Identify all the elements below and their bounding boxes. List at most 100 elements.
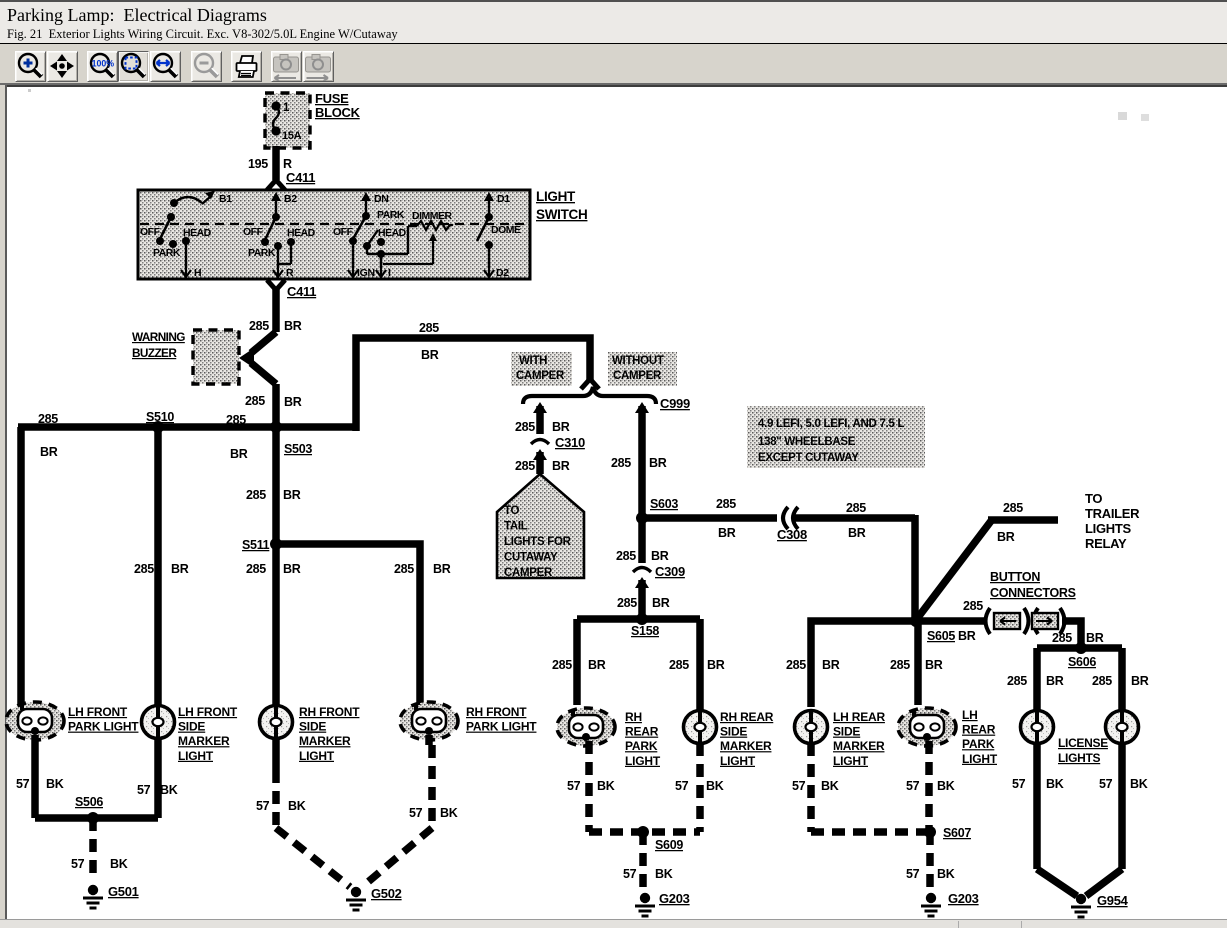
svg-text:57: 57: [16, 777, 30, 791]
svg-text:57: 57: [1099, 777, 1113, 791]
svg-text:MARKER: MARKER: [833, 739, 885, 753]
svg-text:BK: BK: [46, 777, 64, 791]
svg-text:I: I: [388, 267, 391, 279]
svg-text:57: 57: [906, 867, 920, 881]
svg-text:HEAD: HEAD: [183, 227, 212, 239]
svg-text:285: 285: [963, 599, 983, 613]
svg-text:285: 285: [245, 394, 265, 408]
svg-text:OFF: OFF: [243, 226, 264, 238]
svg-text:S603: S603: [650, 497, 678, 511]
svg-text:57: 57: [137, 783, 151, 797]
svg-text:BUZZER: BUZZER: [132, 346, 177, 360]
svg-text:CAMPER: CAMPER: [516, 370, 565, 382]
svg-text:C309: C309: [655, 564, 685, 579]
svg-text:57: 57: [792, 779, 806, 793]
svg-text:WARNING: WARNING: [132, 330, 185, 344]
svg-text:H: H: [194, 267, 201, 279]
svg-text:D1: D1: [497, 193, 510, 205]
svg-text:BK: BK: [937, 779, 955, 793]
svg-text:285: 285: [394, 562, 414, 576]
svg-text:TRAILER: TRAILER: [1085, 506, 1140, 521]
svg-text:S607: S607: [943, 826, 971, 840]
svg-text:BR: BR: [433, 562, 451, 576]
svg-text:4.9 LEFI, 5.0 LEFI, AND 7.5 L: 4.9 LEFI, 5.0 LEFI, AND 7.5 L: [758, 418, 904, 430]
svg-text:C999: C999: [660, 396, 690, 411]
svg-text:1: 1: [283, 102, 290, 114]
svg-text:PARK: PARK: [377, 209, 405, 221]
svg-text:G203: G203: [659, 891, 690, 906]
svg-text:PARK: PARK: [248, 247, 276, 259]
svg-text:285: 285: [669, 658, 689, 672]
svg-text:LH: LH: [962, 708, 978, 722]
svg-text:PARK: PARK: [153, 247, 181, 259]
svg-text:BUTTON: BUTTON: [990, 570, 1040, 584]
svg-text:B1: B1: [219, 193, 232, 205]
svg-text:BR: BR: [718, 526, 736, 540]
svg-text:LIGHT: LIGHT: [720, 754, 756, 768]
svg-text:285: 285: [846, 501, 866, 515]
svg-text:BK: BK: [440, 806, 458, 820]
svg-text:285: 285: [1007, 674, 1027, 688]
svg-text:FUSE: FUSE: [315, 91, 349, 106]
svg-text:G501: G501: [108, 884, 139, 899]
svg-text:BR: BR: [848, 526, 866, 540]
svg-text:285: 285: [246, 488, 266, 502]
svg-text:DOME: DOME: [491, 224, 521, 236]
svg-text:RH FRONT: RH FRONT: [466, 705, 527, 719]
svg-text:285: 285: [1003, 501, 1023, 515]
svg-text:BR: BR: [822, 658, 840, 672]
svg-text:RH REAR: RH REAR: [720, 710, 774, 724]
svg-text:SWITCH: SWITCH: [536, 207, 587, 222]
svg-text:MARKER: MARKER: [299, 734, 351, 748]
svg-text:IGN: IGN: [357, 267, 375, 279]
svg-text:BR: BR: [707, 658, 725, 672]
svg-text:BK: BK: [1046, 777, 1064, 791]
svg-text:S506: S506: [75, 795, 103, 809]
svg-text:HEAD: HEAD: [378, 227, 407, 239]
svg-text:LIGHT: LIGHT: [178, 749, 214, 763]
svg-text:S510: S510: [146, 410, 174, 424]
svg-text:R: R: [286, 267, 294, 279]
svg-text:C411: C411: [287, 284, 316, 299]
svg-text:BR: BR: [588, 658, 606, 672]
svg-text:57: 57: [675, 779, 689, 793]
svg-text:LIGHTS FOR: LIGHTS FOR: [504, 536, 572, 548]
svg-text:BR: BR: [1046, 674, 1064, 688]
svg-text:LH FRONT: LH FRONT: [178, 705, 238, 719]
svg-text:LICENSE: LICENSE: [1058, 736, 1108, 750]
svg-text:57: 57: [256, 799, 270, 813]
svg-text:S606: S606: [1068, 655, 1096, 669]
svg-text:TO: TO: [1085, 491, 1102, 506]
svg-text:PARK LIGHT: PARK LIGHT: [466, 720, 537, 734]
svg-text:BR: BR: [1086, 631, 1104, 645]
svg-text:S609: S609: [655, 838, 683, 852]
svg-text:CAMPER: CAMPER: [504, 567, 553, 579]
svg-text:BK: BK: [937, 867, 955, 881]
svg-text:BR: BR: [40, 445, 58, 459]
svg-text:SIDE: SIDE: [833, 725, 860, 739]
svg-text:LH REAR: LH REAR: [833, 710, 885, 724]
svg-text:285: 285: [786, 658, 806, 672]
svg-text:CONNECTORS: CONNECTORS: [990, 586, 1076, 600]
svg-text:B2: B2: [284, 193, 297, 205]
svg-text:BK: BK: [160, 783, 178, 797]
svg-text:EXCEPT CUTAWAY: EXCEPT CUTAWAY: [758, 452, 859, 464]
svg-text:REAR: REAR: [625, 725, 659, 739]
svg-text:57: 57: [409, 806, 423, 820]
svg-text:138" WHEELBASE: 138" WHEELBASE: [758, 436, 856, 448]
svg-text:BR: BR: [283, 562, 301, 576]
svg-text:BR: BR: [652, 596, 670, 610]
svg-text:195: 195: [248, 157, 268, 171]
svg-text:BR: BR: [552, 459, 570, 473]
svg-text:BR: BR: [997, 530, 1015, 544]
svg-text:LIGHT: LIGHT: [299, 749, 335, 763]
svg-text:RH FRONT: RH FRONT: [299, 705, 360, 719]
svg-text:PARK LIGHT: PARK LIGHT: [68, 720, 139, 734]
svg-text:OFF: OFF: [333, 226, 354, 238]
svg-text:C310: C310: [555, 435, 585, 450]
svg-text:TO: TO: [504, 505, 520, 517]
svg-text:G502: G502: [371, 886, 402, 901]
svg-text:285: 285: [716, 497, 736, 511]
svg-text:BK: BK: [821, 779, 839, 793]
svg-text:BK: BK: [706, 779, 724, 793]
